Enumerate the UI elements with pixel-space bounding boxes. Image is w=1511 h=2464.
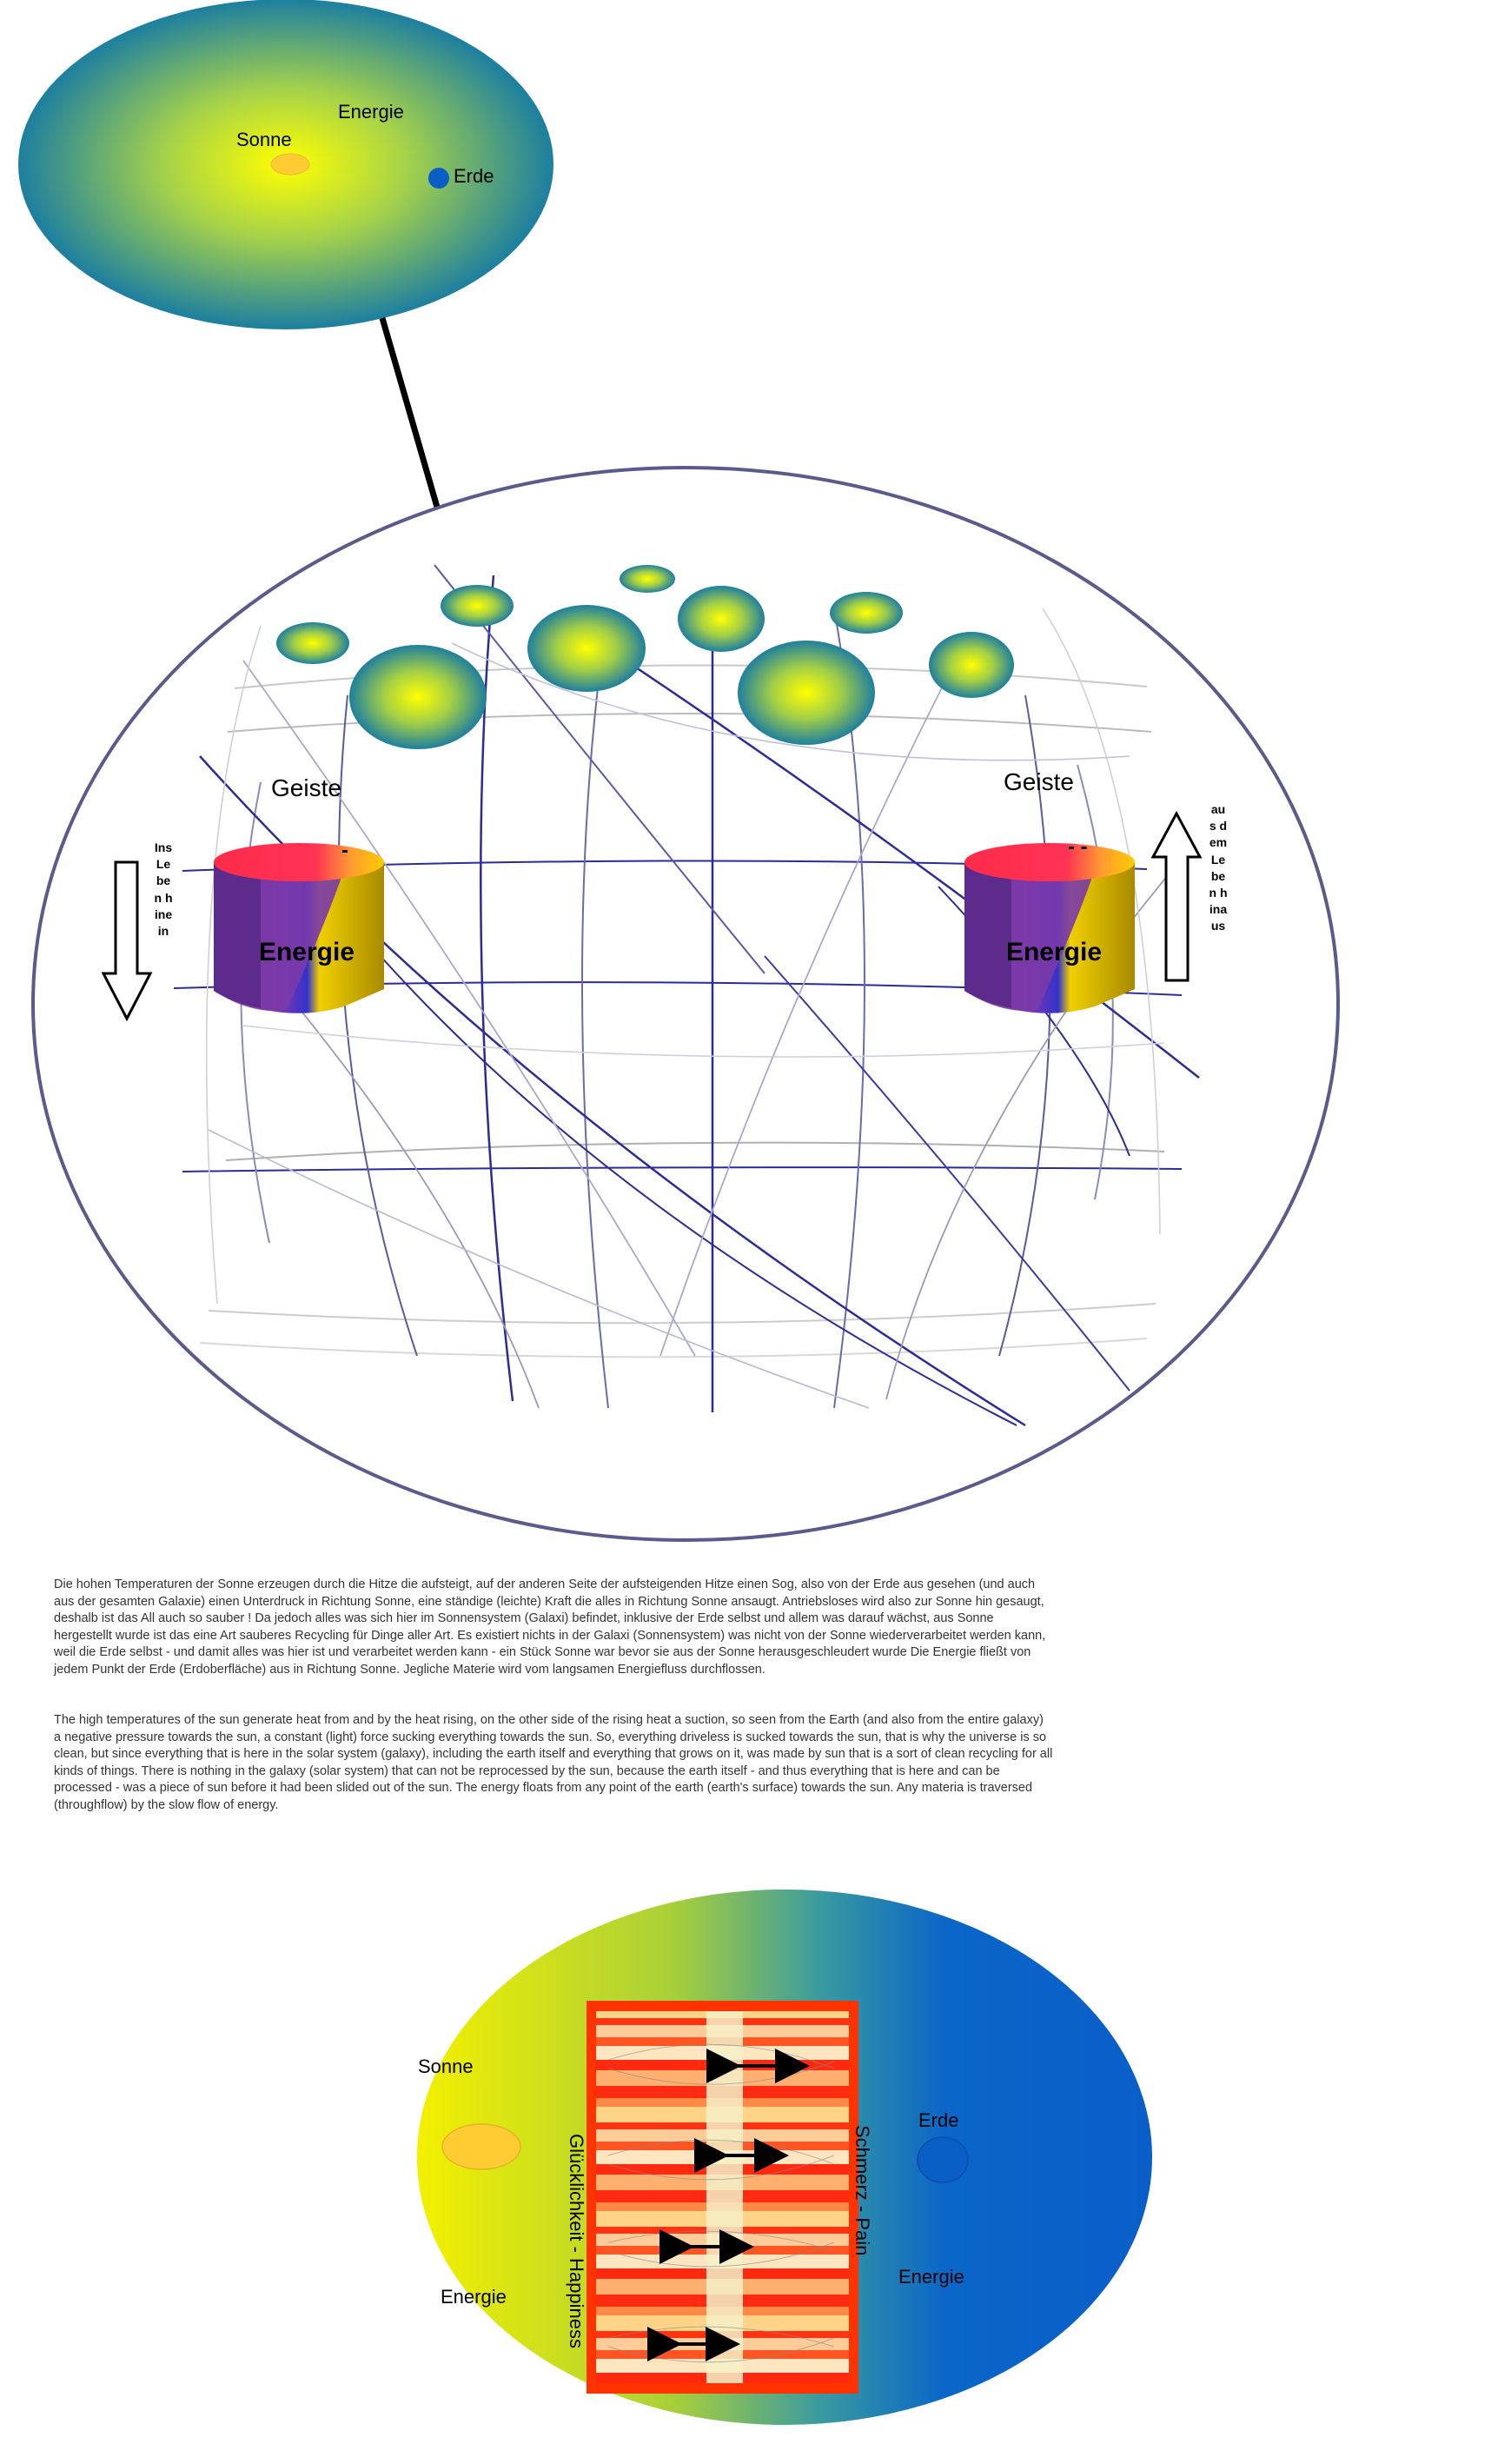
spirits-label-left: Geiste xyxy=(271,774,341,801)
heat-panel xyxy=(587,2001,858,2394)
galaxy-boundary xyxy=(31,466,1340,1542)
middle-diagram: Energie Energie Geiste Geiste - - - xyxy=(31,466,1340,1542)
top-diagram: Sonne Energie Erde xyxy=(18,0,553,329)
description-german: Die hohen Temperaturen der Sonne erzeuge… xyxy=(54,1577,1046,1677)
happiness-label: Glücklichkeit - Happiness xyxy=(566,2134,587,2348)
spirit-bubble xyxy=(349,645,487,749)
bottom-diagram: Sonne Erde Energie Energie Glücklichkeit… xyxy=(417,1890,1152,2425)
energy-label-left: Energie xyxy=(441,2286,507,2308)
earth-icon xyxy=(917,2136,969,2183)
spirit-bubble xyxy=(276,622,349,664)
spirit-bubble xyxy=(441,585,514,627)
dash-left: - xyxy=(341,839,348,862)
spirit-bubble xyxy=(738,641,875,745)
out-of-life-label: aus dem Leben hinaus xyxy=(1209,802,1228,933)
earth-label: Erde xyxy=(454,165,494,187)
spirit-bubble xyxy=(527,605,646,692)
spirit-bubble xyxy=(620,565,675,593)
spirit-bubble xyxy=(678,586,765,652)
energy-label-right: Energie xyxy=(1006,938,1102,966)
earth-icon xyxy=(428,168,449,189)
earth-label: Erde xyxy=(918,2109,958,2131)
sun-label: Sonne xyxy=(418,2056,474,2077)
energy-cylinder-right: Energie xyxy=(964,843,1135,1013)
spirit-bubble xyxy=(830,592,903,634)
sun-icon xyxy=(441,2123,521,2170)
energy-label-right: Energie xyxy=(898,2266,964,2288)
sun-label: Sonne xyxy=(236,129,292,150)
spirit-bubbles xyxy=(276,565,1014,749)
into-life-label: Ins Leben hinein xyxy=(154,840,173,939)
dash-right: - - xyxy=(1068,835,1088,859)
down-arrow-icon xyxy=(101,860,153,1022)
pain-label: Schmerz - Pain xyxy=(852,2125,873,2255)
description-english: The high temperatures of the sun generat… xyxy=(54,1713,1053,1812)
energy-cylinder-left: Energie xyxy=(214,843,384,1013)
energy-label-left: Energie xyxy=(259,938,355,966)
spirits-label-right: Geiste xyxy=(1004,768,1074,795)
up-arrow-icon xyxy=(1150,810,1203,982)
spirit-bubble xyxy=(929,632,1014,698)
energy-label: Energie xyxy=(338,101,404,123)
sun-icon xyxy=(270,153,310,176)
